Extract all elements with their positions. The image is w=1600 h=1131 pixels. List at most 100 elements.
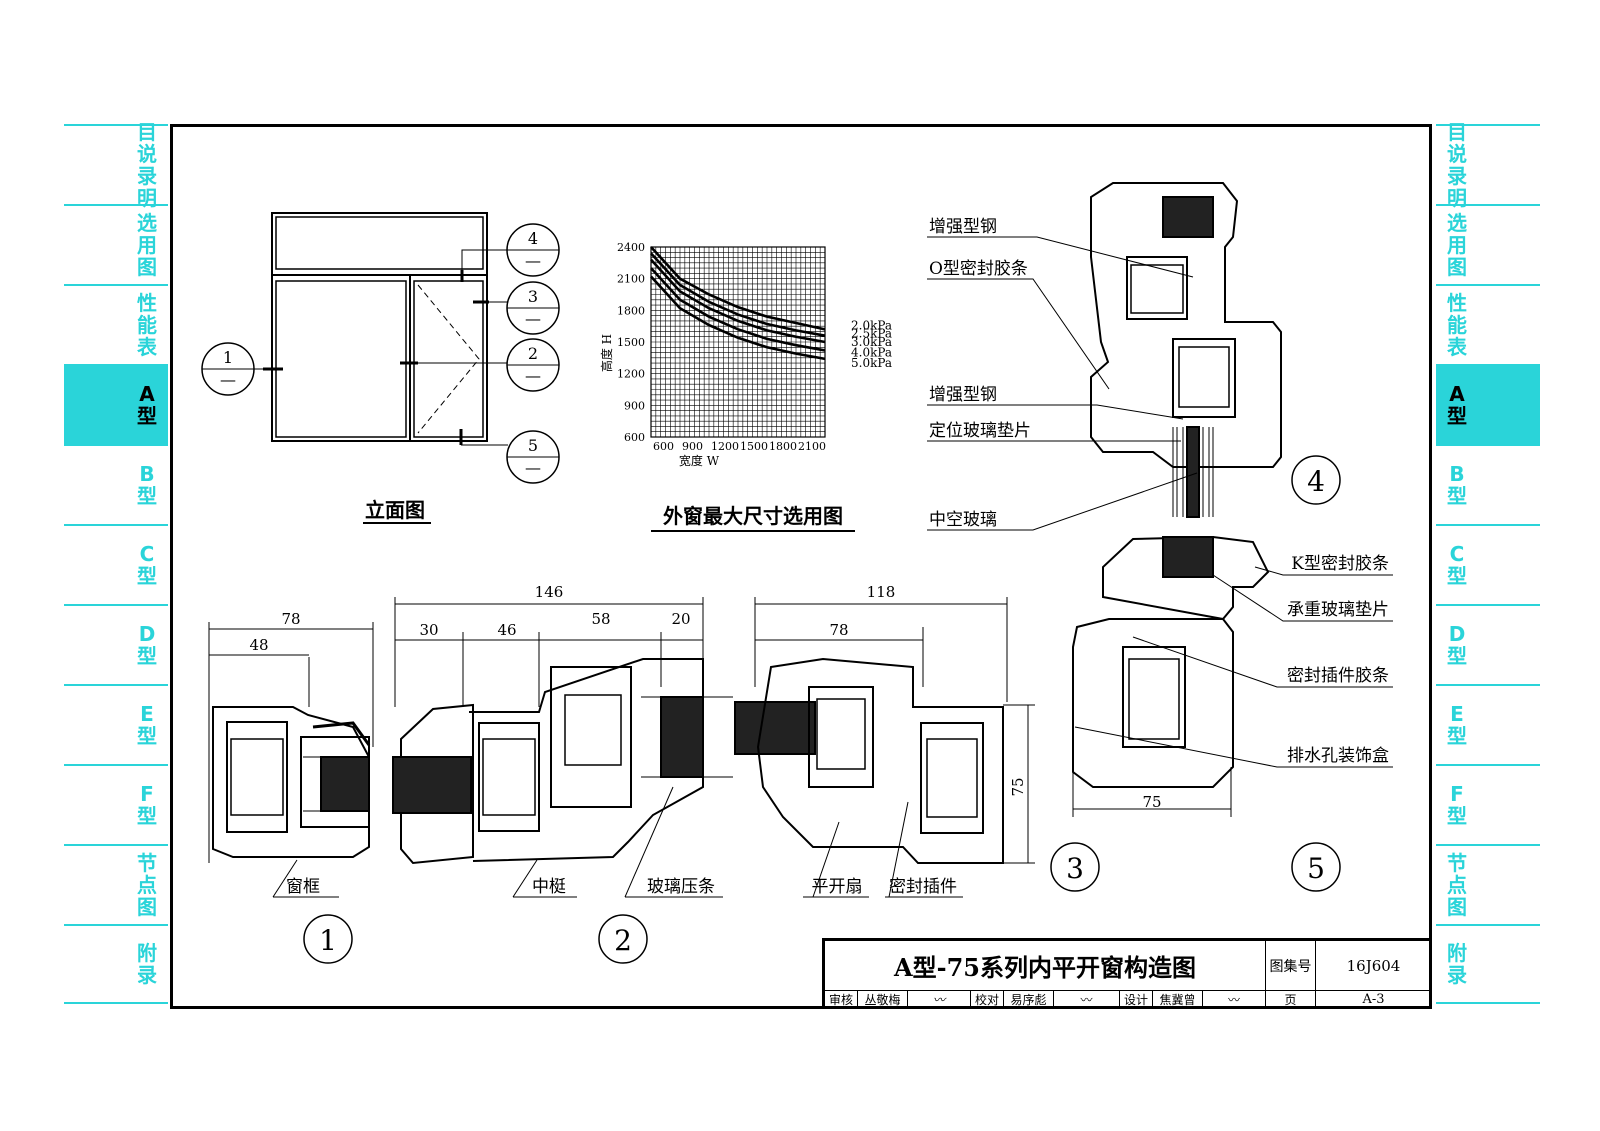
sidebar-tab-label: 节 点 图 bbox=[1447, 851, 1467, 919]
sidebar-tab-1[interactable]: 选 用 图 bbox=[64, 204, 168, 284]
detail-3-dim-78: 78 bbox=[829, 621, 848, 639]
sidebar-tab-3[interactable]: A 型 bbox=[64, 364, 168, 444]
callout-4-sub: — bbox=[525, 251, 541, 270]
detail-2-dim-58: 58 bbox=[591, 610, 610, 628]
sidebar-tab-1[interactable]: 选 用 图 bbox=[1436, 204, 1540, 284]
sidebar-tab-4[interactable]: B 型 bbox=[64, 444, 168, 524]
elevation-callout-labels: 1 — 4 — 3 — 2 — 5 — bbox=[220, 229, 541, 477]
sidebar-tab-label: D 型 bbox=[1447, 622, 1467, 668]
check-label: 校对 bbox=[971, 991, 1004, 1009]
drawing-sheet: 1 — 4 — 3 — 2 — 5 — 立面图 2400 2100 1800 1500… bbox=[170, 124, 1432, 1009]
detail-2-dim-146: 146 bbox=[535, 583, 564, 601]
reviewer-signature: 〰 bbox=[908, 991, 971, 1009]
callout-2-sub: — bbox=[525, 366, 541, 385]
y-tick-label: 600 bbox=[624, 431, 645, 444]
sidebar-tab-9[interactable]: 节 点 图 bbox=[1436, 844, 1540, 924]
sidebar-tab-label: 目说 录明 bbox=[1447, 120, 1467, 210]
sidebar-tab-8[interactable]: F 型 bbox=[1436, 764, 1540, 844]
sidebar-tab-0[interactable]: 目说 录明 bbox=[1436, 121, 1540, 209]
design-label: 设计 bbox=[1120, 991, 1153, 1009]
sidebar-tab-label: F 型 bbox=[1447, 782, 1467, 828]
right-sidebar: 目说 录明选 用 图性 能 表 A 型 B 型 C 型 D 型 E 型 F 型节 点 图附 … bbox=[1436, 121, 1540, 1004]
y-axis-label: 高度 H bbox=[599, 334, 614, 372]
callout-5-number: 5 bbox=[528, 436, 538, 455]
elevation-title: 立面图 bbox=[365, 498, 425, 522]
sidebar-tab-9[interactable]: 节 点 图 bbox=[64, 844, 168, 924]
sidebar-tab-10[interactable]: 附 录 bbox=[64, 924, 168, 1004]
sidebar-tab-label: D 型 bbox=[137, 622, 157, 668]
sidebar-tab-label: 选 用 图 bbox=[1447, 211, 1467, 279]
detail-2-label-mullion: 中梃 bbox=[532, 877, 566, 897]
elevation-drawing bbox=[201, 212, 560, 484]
x-tick-label: 600 bbox=[653, 440, 674, 453]
callout-1-number: 1 bbox=[223, 348, 233, 367]
detail-2-number: 2 bbox=[614, 924, 632, 957]
annotation-reinforcing-steel-2: 增强型钢 bbox=[929, 385, 997, 405]
x-tick-label: 1200 bbox=[711, 440, 739, 453]
detail-3-label-sash: 平开扇 bbox=[812, 877, 863, 897]
detail-1-number: 1 bbox=[319, 924, 337, 957]
series-label-2: 3.0kPa bbox=[851, 335, 892, 349]
annotation-reinforcing-steel-1: 增强型钢 bbox=[929, 217, 997, 237]
sidebar-tab-label: C 型 bbox=[137, 542, 157, 588]
sidebar-tab-7[interactable]: E 型 bbox=[1436, 684, 1540, 764]
detail-3-label-insert: 密封插件 bbox=[889, 877, 957, 897]
y-tick-label: 1500 bbox=[617, 336, 645, 349]
y-tick-label: 1800 bbox=[617, 304, 645, 317]
series-label-3: 4.0kPa bbox=[851, 345, 892, 359]
sidebar-tab-2[interactable]: 性 能 表 bbox=[1436, 284, 1540, 364]
annotation-o-seal-strip: O型密封胶条 bbox=[929, 259, 1028, 279]
series-label-4: 5.0kPa bbox=[851, 356, 892, 370]
review-label: 审核 bbox=[825, 991, 858, 1009]
checker-signature: 〰 bbox=[1054, 991, 1120, 1009]
series-line-0 bbox=[650, 246, 826, 331]
detail-3-section bbox=[734, 597, 1035, 864]
detail-1-dim-78: 78 bbox=[281, 610, 300, 628]
page-label: 页 bbox=[1266, 991, 1316, 1009]
sidebar-tab-label: C 型 bbox=[1447, 542, 1467, 588]
drawing-title: A型-75系列内平开窗构造图 bbox=[825, 941, 1266, 991]
callout-1-sub: — bbox=[220, 370, 236, 389]
sidebar-tab-label: 选 用 图 bbox=[137, 211, 157, 279]
sidebar-tab-10[interactable]: 附 录 bbox=[1436, 924, 1540, 1004]
sidebar-tab-7[interactable]: E 型 bbox=[64, 684, 168, 764]
detail-3-dims: 118 78 75 bbox=[829, 583, 1027, 797]
detail-5-section bbox=[1072, 535, 1270, 817]
sidebar-tab-label: A 型 bbox=[1447, 382, 1467, 428]
sidebar-tab-8[interactable]: F 型 bbox=[64, 764, 168, 844]
annotation-load-pad: 承重玻璃垫片 bbox=[1287, 600, 1389, 620]
annotation-k-seal-strip: K型密封胶条 bbox=[1291, 554, 1389, 574]
series-line-1 bbox=[650, 252, 826, 337]
sidebar-tab-5[interactable]: C 型 bbox=[64, 524, 168, 604]
sidebar-tab-label: B 型 bbox=[137, 462, 157, 508]
sidebar-tab-label: 性 能 表 bbox=[1447, 291, 1467, 359]
sidebar-tab-6[interactable]: D 型 bbox=[64, 604, 168, 684]
sidebar-tab-5[interactable]: C 型 bbox=[1436, 524, 1540, 604]
annotation-labels: 增强型钢 O型密封胶条 增强型钢 定位玻璃垫片 中空玻璃 K型密封胶条 承重玻璃… bbox=[929, 217, 1389, 766]
annotation-insulated-glass: 中空玻璃 bbox=[929, 510, 997, 530]
designer-signature: 〰 bbox=[1203, 991, 1266, 1009]
sidebar-tab-3[interactable]: A 型 bbox=[1436, 364, 1540, 444]
sidebar-tab-6[interactable]: D 型 bbox=[1436, 604, 1540, 684]
size-chart-title: 外窗最大尺寸选用图 bbox=[663, 504, 843, 528]
detail-5-dim-75: 75 bbox=[1142, 793, 1161, 811]
series-line-4 bbox=[650, 275, 826, 361]
sidebar-tab-0[interactable]: 目说 录明 bbox=[64, 121, 168, 209]
sidebar-tab-4[interactable]: B 型 bbox=[1436, 444, 1540, 524]
y-tick-label: 2400 bbox=[617, 241, 645, 254]
detail-2-dims: 146 30 46 58 20 bbox=[419, 583, 690, 639]
detail-1-dims: 78 48 bbox=[249, 610, 300, 654]
atlas-number: 16J604 bbox=[1316, 941, 1432, 991]
detail-2-dim-46: 46 bbox=[497, 621, 516, 639]
detail-5-number: 5 bbox=[1307, 852, 1325, 885]
sidebar-tab-2[interactable]: 性 能 表 bbox=[64, 284, 168, 364]
y-tick-label: 2100 bbox=[617, 273, 645, 286]
x-axis-label: 宽度 W bbox=[679, 453, 720, 468]
sidebar-tab-label: 附 录 bbox=[1447, 941, 1467, 987]
sidebar-tab-label: 附 录 bbox=[137, 941, 157, 987]
annotation-leaders bbox=[927, 236, 1393, 768]
y-tick-label: 1200 bbox=[617, 368, 645, 381]
sidebar-tab-label: 性 能 表 bbox=[137, 291, 157, 359]
annotation-drain-cover: 排水孔装饰盒 bbox=[1287, 746, 1389, 766]
